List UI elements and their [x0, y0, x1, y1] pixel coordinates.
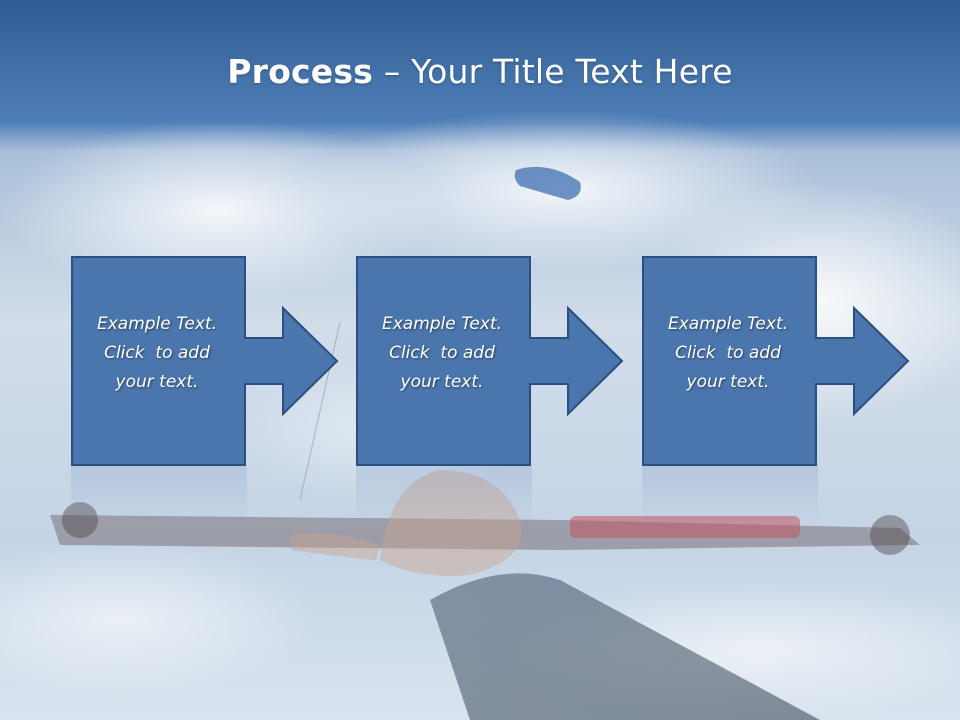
step-2-line-2: Click to add [389, 343, 495, 363]
process-step-1[interactable]: Example Text. Click to add your text. [71, 256, 339, 466]
step-1-line-2: Click to add [104, 343, 210, 363]
step-1-line-3: your text. [115, 372, 199, 392]
step-text-2: Example Text. Click to add your text. [356, 310, 528, 397]
process-arrow-1 [71, 256, 339, 466]
step-1-reflection [71, 466, 247, 526]
process-arrow-3 [642, 256, 910, 466]
process-arrow-2 [356, 256, 624, 466]
step-2-line-1: Example Text. [381, 314, 503, 334]
step-2-reflection [356, 466, 532, 526]
step-text-3: Example Text. Click to add your text. [642, 310, 814, 397]
title-rest: – Your Title Text Here [373, 52, 733, 91]
process-step-2[interactable]: Example Text. Click to add your text. [356, 256, 624, 466]
step-3-line-3: your text. [686, 372, 770, 392]
step-3-line-2: Click to add [675, 343, 781, 363]
step-1-line-1: Example Text. [96, 314, 218, 334]
step-3-line-1: Example Text. [667, 314, 789, 334]
step-2-line-3: your text. [400, 372, 484, 392]
step-3-reflection [642, 466, 818, 526]
title-strong: Process [227, 52, 374, 91]
slide-title[interactable]: Process – Your Title Text Here [0, 52, 960, 91]
step-text-1: Example Text. Click to add your text. [71, 310, 243, 397]
process-step-3[interactable]: Example Text. Click to add your text. [642, 256, 910, 466]
